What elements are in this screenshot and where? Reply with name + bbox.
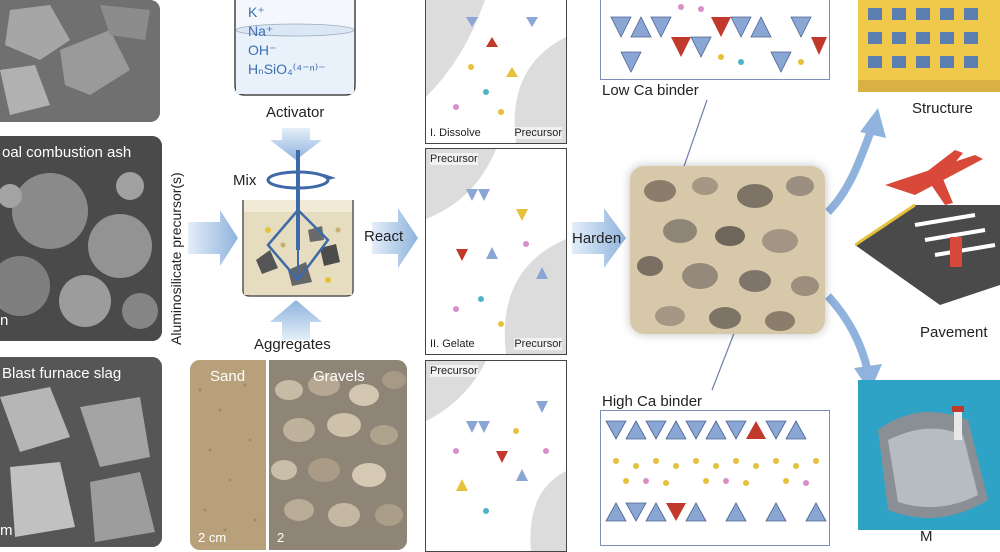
activator-ion-3: OH⁻ <box>248 42 277 58</box>
aggregates-label: Aggregates <box>254 336 331 353</box>
sand-photo: Sand 2 cm <box>190 360 266 550</box>
coal-ash-scale-label: n <box>0 312 9 329</box>
concrete-block <box>630 166 825 334</box>
stage-box-gelate: Precursor II. Gelate Precursor <box>425 148 567 355</box>
activator-beaker <box>234 0 356 96</box>
mixer-vessel <box>242 150 354 297</box>
activator-ion-2: Na⁺ <box>248 23 274 39</box>
arrow-activator-to-mixer <box>270 128 322 160</box>
gravel-texture <box>269 360 407 550</box>
low-ca-binder-structure <box>610 4 827 73</box>
high-ca-binder-structure <box>605 420 827 522</box>
gravels-label: Gravels <box>313 368 365 385</box>
gravel-scale: 2 <box>277 530 285 545</box>
coal-ash-spheres <box>0 136 162 341</box>
gelate-illustration <box>426 149 566 354</box>
harden-illustration <box>426 361 566 551</box>
structure-label: Structure <box>912 100 973 117</box>
high-ca-binder-box <box>600 410 830 546</box>
pavement-label: Pavement <box>920 324 988 341</box>
activator-ion-1: K⁺ <box>248 4 265 20</box>
gelate-stage-label: II. Gelate <box>430 338 475 350</box>
dissolve-precursor-label: Precursor <box>514 127 562 139</box>
marine-label: M <box>920 528 933 545</box>
arrow-aggregates-to-mixer <box>270 300 322 340</box>
arrow-precursor-to-mixer <box>188 210 238 266</box>
slag-label: Blast furnace slag <box>2 365 122 382</box>
react-label: React <box>364 228 404 245</box>
arrow-react <box>372 208 418 268</box>
harden-precursor-top-label: Precursor <box>430 365 478 377</box>
micrograph-top <box>0 0 160 122</box>
arrow-harden <box>572 208 626 268</box>
slag-scale-label: m <box>0 522 13 539</box>
activator-label: Activator <box>266 104 325 121</box>
pavement-illustration <box>855 150 1000 305</box>
marine-illustration <box>858 380 1000 530</box>
low-ca-binder-label: Low Ca binder <box>602 82 699 99</box>
stage-box-dissolve: I. Dissolve Precursor <box>425 0 567 144</box>
sand-scale: 2 cm <box>198 530 227 545</box>
micrograph-top-texture <box>0 0 160 122</box>
flow-arrows <box>188 99 886 392</box>
sand-label: Sand <box>210 368 246 385</box>
mix-label: Mix <box>233 172 257 189</box>
high-ca-binder-label: High Ca binder <box>602 393 703 410</box>
slag-shards <box>0 357 162 547</box>
coal-ash-label: oal combustion ash <box>2 144 132 161</box>
arrow-to-structure <box>825 126 876 215</box>
micrograph-coal-ash: oal combustion ash n <box>0 136 162 341</box>
sand-texture <box>190 360 266 550</box>
micrograph-slag: Blast furnace slag m <box>0 357 162 547</box>
gelate-precursor-top-label: Precursor <box>430 153 478 165</box>
activator-ion-4: HₙSiO₄⁽⁴⁻ⁿ⁾⁻ <box>248 61 326 77</box>
dissolve-illustration <box>426 0 566 143</box>
low-ca-binder-box <box>600 0 830 80</box>
gravel-photo: Gravels 2 <box>269 360 407 550</box>
concrete-texture <box>630 166 825 334</box>
building-illustration <box>858 0 1000 92</box>
stage-box-harden: Precursor <box>425 360 567 552</box>
dissolve-stage-label: I. Dissolve <box>430 127 481 139</box>
arrow-to-marine <box>825 293 872 373</box>
harden-label: Harden <box>572 230 622 247</box>
gelate-precursor-label: Precursor <box>514 338 562 350</box>
